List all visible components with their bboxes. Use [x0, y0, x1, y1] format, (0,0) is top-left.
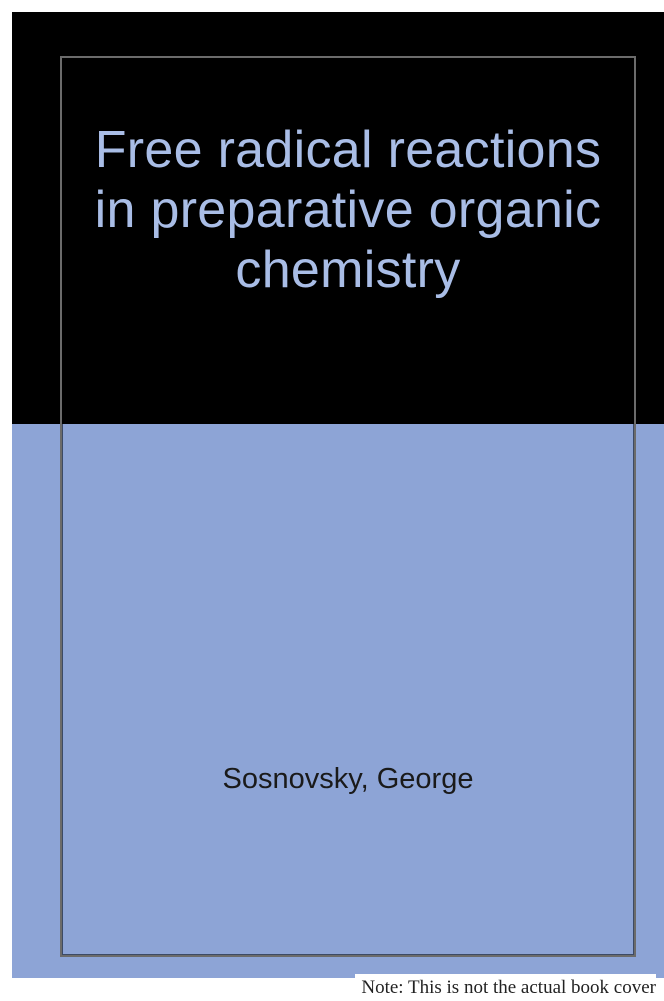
- book-author: Sosnovsky, George: [222, 763, 474, 795]
- cover-inner-frame-lower: [62, 424, 634, 955]
- cover-disclaimer-note: Note: This is not the actual book cover: [355, 974, 656, 1001]
- book-cover: Free radical reactions in preparative or…: [12, 12, 664, 978]
- book-title: Free radical reactions in preparative or…: [94, 121, 602, 299]
- cover-title-band: [12, 12, 664, 424]
- cover-frame-border: [60, 56, 636, 957]
